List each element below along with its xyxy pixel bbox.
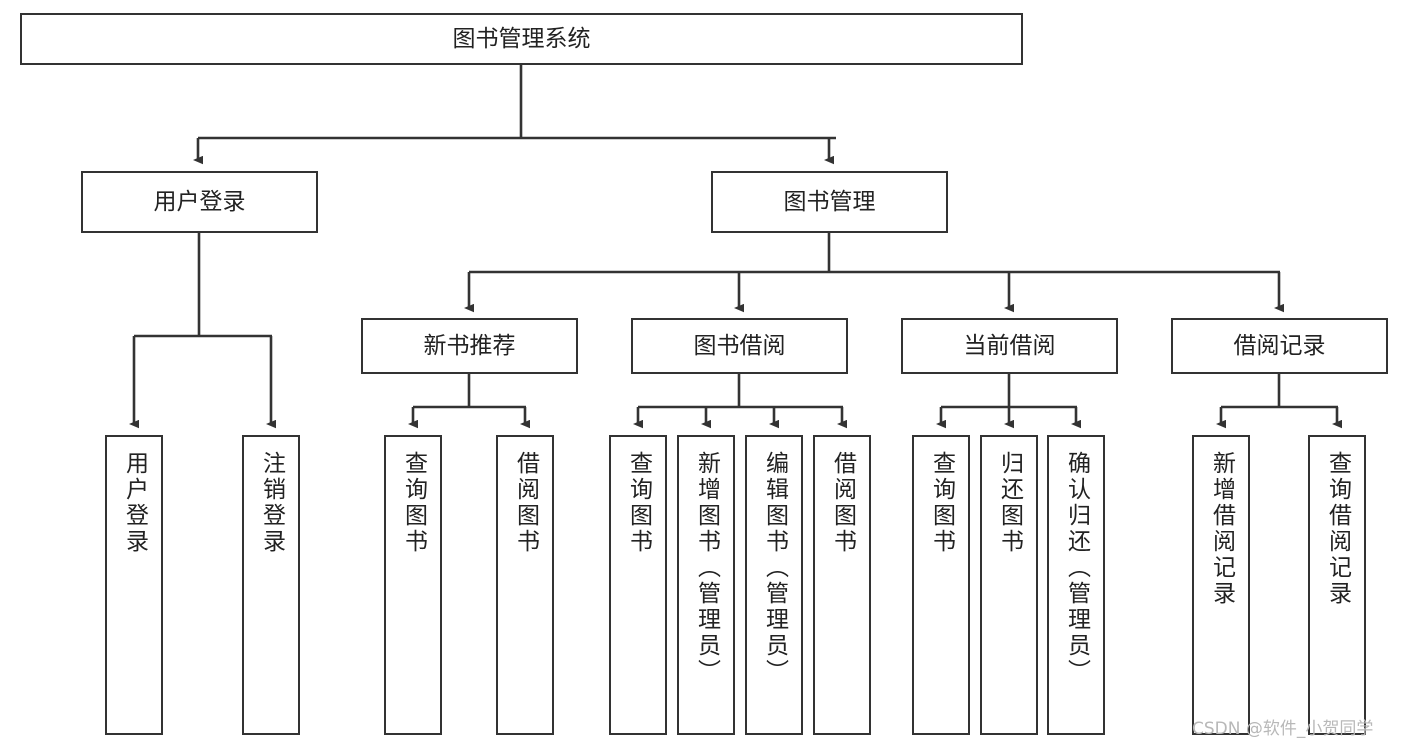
node-leaf-user-login-logout[interactable]: 注销登录	[242, 435, 300, 735]
node-leaf-current-borrow-confirm[interactable]: 确认归还（管理员）	[1047, 435, 1105, 735]
node-borrow-record[interactable]: 借阅记录	[1171, 318, 1388, 374]
watermark: CSDN @软件_小贺同学	[1192, 719, 1374, 739]
node-leaf-new-book-query[interactable]: 查询图书	[384, 435, 442, 735]
node-user-login[interactable]: 用户登录	[81, 171, 318, 233]
node-new-book-recommend[interactable]: 新书推荐	[361, 318, 578, 374]
node-label: 借阅图书	[512, 451, 539, 555]
node-label: 查询借阅记录	[1324, 451, 1351, 607]
node-leaf-book-borrow-query[interactable]: 查询图书	[609, 435, 667, 735]
node-label: 新书推荐	[423, 332, 516, 359]
node-label: 用户登录	[121, 451, 148, 555]
node-label: 查询图书	[400, 451, 427, 555]
node-label: 编辑图书（管理员）	[761, 451, 788, 685]
node-label: 图书管理	[783, 188, 876, 215]
node-leaf-book-borrow-edit[interactable]: 编辑图书（管理员）	[745, 435, 803, 735]
node-label: 借阅图书	[829, 451, 856, 555]
node-label: 新增借阅记录	[1208, 451, 1235, 607]
node-label: 查询图书	[625, 451, 652, 555]
node-label: 当前借阅	[963, 332, 1056, 359]
node-leaf-current-borrow-return[interactable]: 归还图书	[980, 435, 1038, 735]
node-leaf-user-login-login[interactable]: 用户登录	[105, 435, 163, 735]
node-label: 用户登录	[153, 188, 246, 215]
node-leaf-current-borrow-query[interactable]: 查询图书	[912, 435, 970, 735]
node-label: 查询图书	[928, 451, 955, 555]
node-leaf-borrow-record-add[interactable]: 新增借阅记录	[1192, 435, 1250, 735]
node-label: 注销登录	[258, 451, 285, 555]
node-leaf-new-book-borrow[interactable]: 借阅图书	[496, 435, 554, 735]
node-label: 归还图书	[996, 451, 1023, 555]
node-leaf-book-borrow-borrow[interactable]: 借阅图书	[813, 435, 871, 735]
node-book-borrow[interactable]: 图书借阅	[631, 318, 848, 374]
node-leaf-book-borrow-add[interactable]: 新增图书（管理员）	[677, 435, 735, 735]
node-label: 图书借阅	[693, 332, 786, 359]
node-label: 新增图书（管理员）	[693, 451, 720, 685]
node-leaf-borrow-record-query[interactable]: 查询借阅记录	[1308, 435, 1366, 735]
node-current-borrow[interactable]: 当前借阅	[901, 318, 1118, 374]
node-label: 确认归还（管理员）	[1063, 451, 1090, 685]
node-label: 借阅记录	[1233, 332, 1326, 359]
node-root-system[interactable]: 图书管理系统	[20, 13, 1023, 65]
node-book-management[interactable]: 图书管理	[711, 171, 948, 233]
node-label: 图书管理系统	[452, 25, 591, 52]
